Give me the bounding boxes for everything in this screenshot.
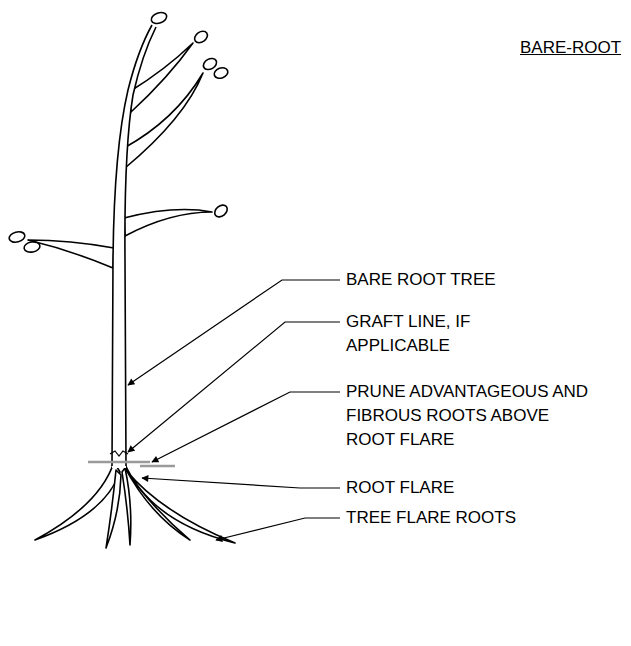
ground-line: [88, 462, 175, 466]
callout-label: PRUNE ADVANTAGEOUS AND FIBROUS ROOTS ABO…: [346, 380, 597, 452]
tree-roots: [35, 462, 235, 548]
callout-label: TREE FLARE ROOTS: [346, 506, 516, 530]
drawing-title: BARE-ROOT: [520, 36, 621, 60]
tree-trunk: [112, 25, 156, 466]
graft-line: [110, 451, 128, 456]
leader-lines: [128, 280, 340, 540]
callout-label: ROOT FLARE: [346, 476, 454, 500]
callout-label: BARE ROOT TREE: [346, 268, 496, 292]
callout-label: GRAFT LINE, IF APPLICABLE: [346, 310, 526, 358]
trunk-fill: [112, 25, 156, 468]
